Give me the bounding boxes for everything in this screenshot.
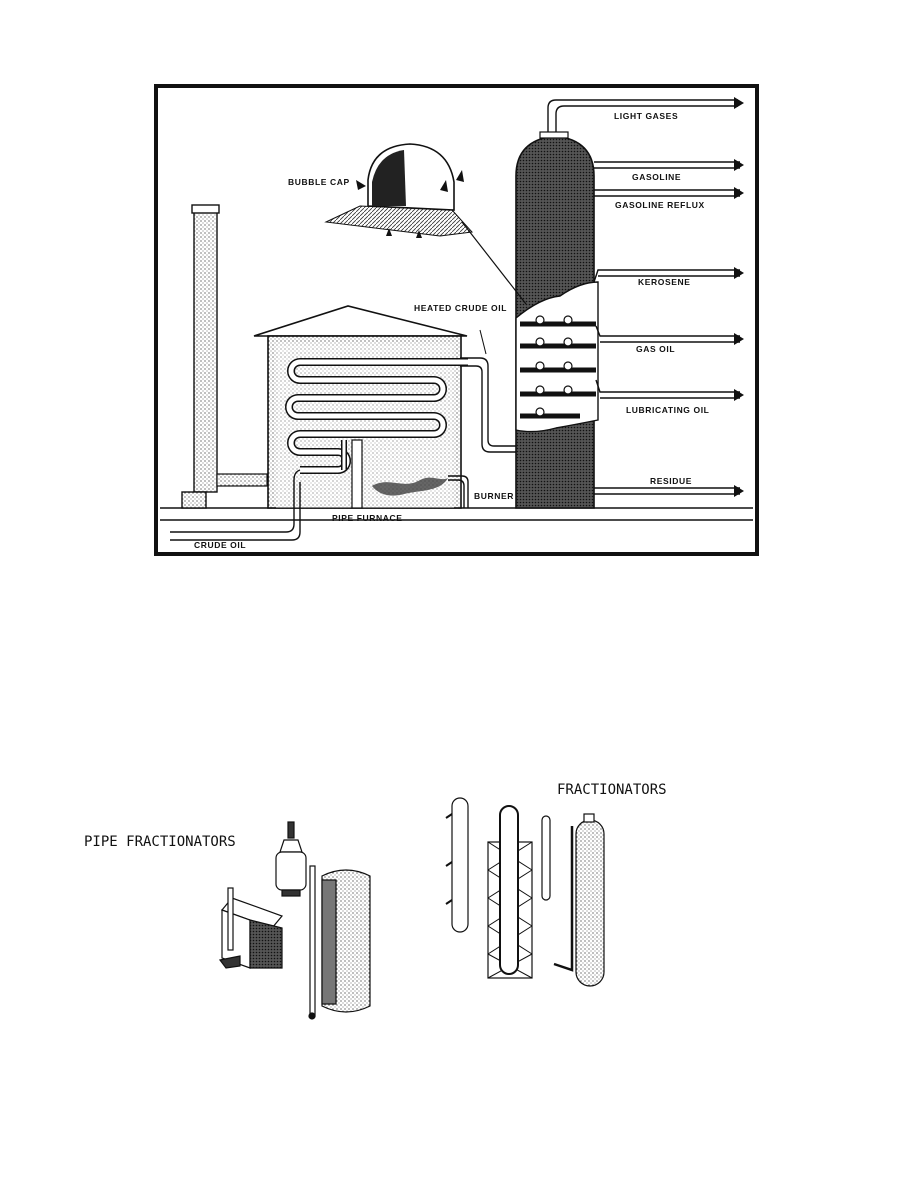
chimney	[181, 204, 268, 509]
label-residue: RESIDUE	[650, 476, 692, 486]
burner-flame	[372, 477, 448, 496]
pipe-fractionators-illustration	[218, 821, 371, 1020]
caption-fractionators: FRACTIONATORS	[557, 782, 667, 798]
fractionators-illustration	[445, 797, 605, 987]
bubble-cap-inset	[324, 143, 527, 305]
fractionating-tower	[515, 131, 599, 509]
label-crude-oil: CRUDE OIL	[194, 540, 246, 550]
label-burner: BURNER	[474, 491, 514, 501]
product-arrowheads	[734, 97, 744, 497]
transfer-line	[460, 329, 520, 453]
label-pipe-furnace: PIPE FURNACE	[332, 513, 403, 523]
label-heated-crude-oil: HEATED CRUDE OIL	[414, 303, 507, 313]
product-lines	[547, 99, 740, 495]
label-gasoline-reflux: GASOLINE REFLUX	[615, 200, 705, 210]
pipe-furnace	[170, 305, 469, 541]
caption-pipe-fractionators: PIPE FRACTIONATORS	[84, 834, 236, 850]
label-bubble-cap: BUBBLE CAP	[288, 177, 350, 187]
label-lubricating-oil: LUBRICATING OIL	[626, 405, 709, 415]
label-gas-oil: GAS OIL	[636, 344, 675, 354]
label-gasoline: GASOLINE	[632, 172, 681, 182]
label-kerosene: KEROSENE	[638, 277, 691, 287]
label-light-gases: LIGHT GASES	[614, 111, 678, 121]
